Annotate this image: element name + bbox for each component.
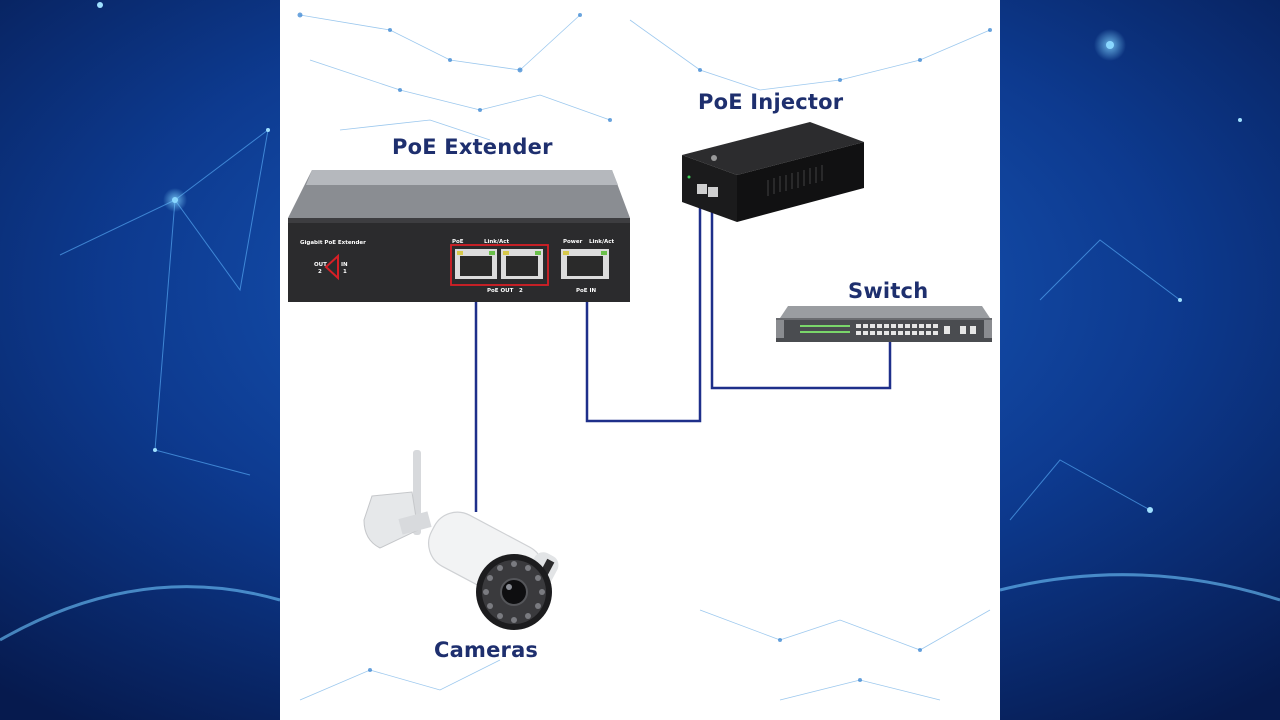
switch-device[interactable] (776, 306, 992, 342)
linkact2-label: Link/Act (589, 239, 614, 245)
out-number: 2 (318, 269, 322, 275)
poe-out-label: PoE OUT (487, 288, 514, 294)
camera-label: Cameras (434, 638, 538, 662)
switch-label: Switch (848, 279, 928, 303)
in-label: IN (341, 262, 348, 268)
extender-label: PoE Extender (392, 135, 553, 159)
extender-model-label: Gigabit PoE Extender (300, 240, 366, 246)
injector-label: PoE Injector (698, 90, 843, 114)
poe-in-label: PoE IN (576, 288, 597, 294)
power-label: Power (563, 239, 583, 245)
poe-out-port-2[interactable] (501, 249, 543, 279)
injector-port-in[interactable] (697, 184, 707, 194)
in-number: 1 (343, 269, 347, 275)
camera-lens (501, 579, 527, 605)
poe-extender-device[interactable]: Gigabit PoE Extender OUT 2 IN 1 PoE Link… (288, 170, 630, 302)
poe-out-port-1[interactable] (455, 249, 497, 279)
out-label: OUT (314, 262, 327, 268)
poe-injector-device[interactable] (682, 122, 864, 222)
power-indicator-icon (711, 155, 717, 161)
camera-device[interactable] (364, 450, 562, 630)
poe-out-number: 2 (519, 288, 523, 294)
poe-in-port[interactable] (561, 249, 609, 279)
injector-port-out[interactable] (708, 187, 718, 197)
